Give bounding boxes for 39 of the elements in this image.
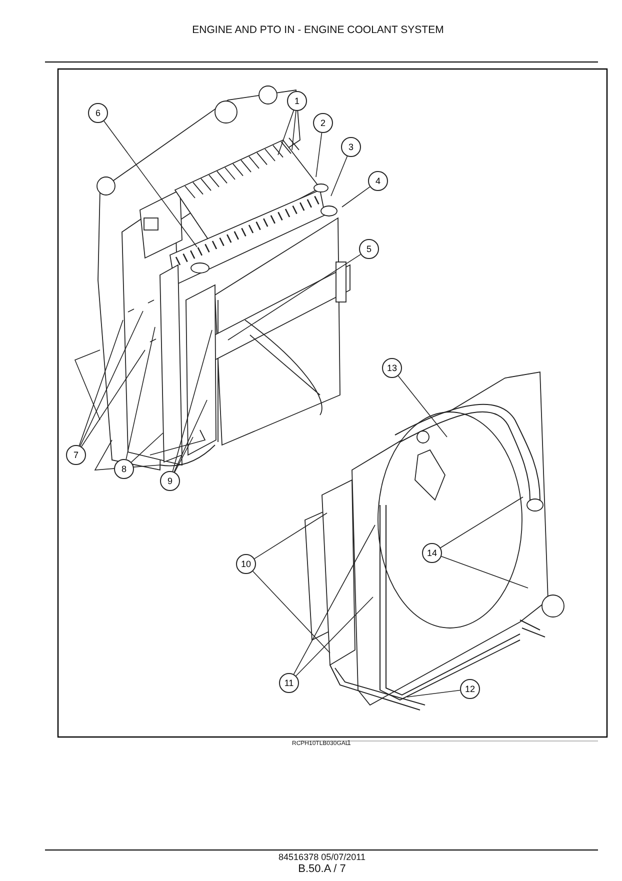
leader-line: [228, 254, 361, 340]
leader-line: [78, 320, 124, 446]
page-number: B.50.A / 7: [298, 863, 346, 875]
callout-number: 9: [160, 471, 180, 491]
leader-line: [130, 432, 164, 463]
callout-number: 11: [279, 673, 299, 693]
leader-line: [441, 556, 528, 588]
leader-line: [254, 512, 328, 560]
callout-number: 8: [114, 459, 134, 479]
leader-line: [293, 524, 376, 675]
leader-line: [104, 120, 198, 248]
leader-line: [296, 596, 374, 676]
leader-line: [126, 326, 156, 460]
leader-line: [174, 436, 194, 473]
leader-line: [440, 496, 524, 548]
callout-number: 2: [313, 113, 333, 133]
leader-line: [316, 132, 322, 178]
leader-line: [172, 330, 212, 472]
leader-line: [278, 110, 294, 156]
document-number-date: 84516378 05/07/2011: [278, 852, 366, 862]
callout-number: 6: [88, 103, 108, 123]
callout-number: 12: [460, 679, 480, 699]
callout-number: 7: [66, 445, 86, 465]
callout-number: 5: [359, 239, 379, 259]
leader-line: [80, 310, 144, 446]
callout-number: 4: [368, 171, 388, 191]
leader-line: [252, 570, 330, 654]
leader-line: [292, 110, 296, 150]
callout-number: 10: [236, 554, 256, 574]
callout-number: 3: [341, 137, 361, 157]
leader-line: [174, 400, 208, 472]
callout-number: 1: [287, 91, 307, 111]
leader-line: [398, 375, 448, 438]
leader-line: [406, 690, 460, 698]
page-title: ENGINE AND PTO IN - ENGINE COOLANT SYSTEM: [192, 24, 444, 36]
leader-line: [81, 350, 146, 448]
leader-line: [330, 156, 348, 196]
leader-line: [342, 186, 370, 208]
callout-number: 13: [382, 358, 402, 378]
